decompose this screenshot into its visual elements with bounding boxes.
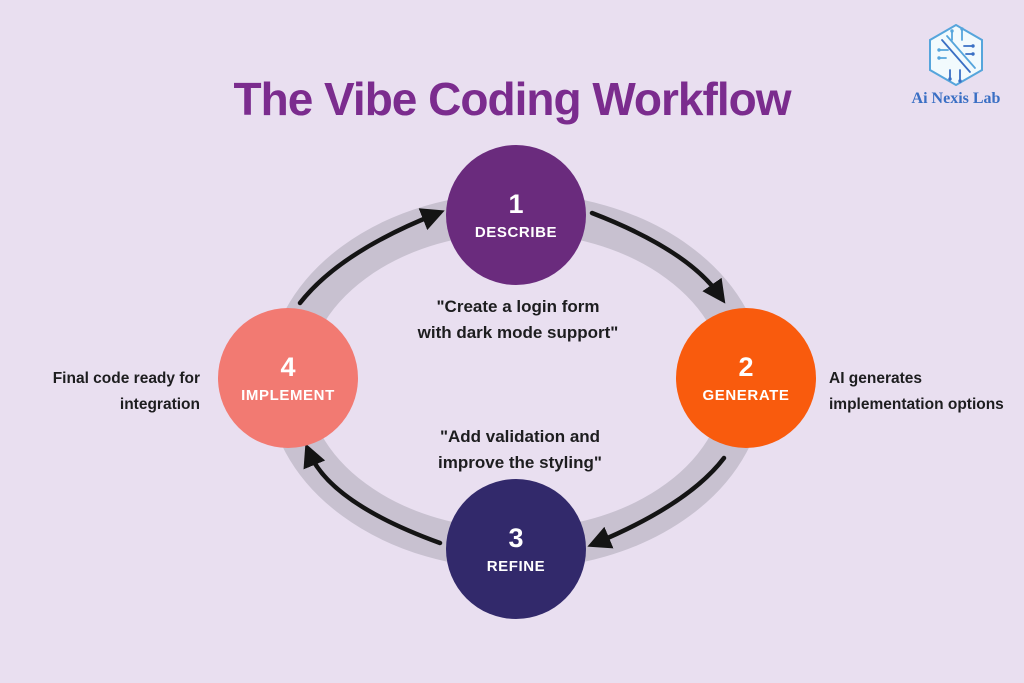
quote-line: "Create a login form [436, 297, 600, 316]
arrow-generate-to-refine [587, 455, 727, 549]
refine-example-quote: "Add validation and improve the styling" [350, 424, 690, 476]
step-number: 3 [508, 523, 524, 554]
quote-line: improve the styling" [438, 453, 602, 472]
arrow-describe-to-generate [589, 210, 726, 304]
generate-note: AI generates implementation options [829, 366, 1019, 418]
circuit-hexagon-icon [929, 24, 983, 86]
quote-line: "Add validation and [439, 427, 601, 446]
note-line: AI generates [829, 370, 923, 387]
page-title: The Vibe Coding Workflow [233, 73, 792, 125]
describe-example-quote: "Create a login form with dark mode supp… [348, 294, 688, 346]
note-line: implementation options [829, 396, 1004, 413]
note-line: Final code ready for [52, 370, 200, 387]
arrow-refine-to-implement [303, 443, 443, 546]
brand-logo: Ai Nexis Lab [903, 24, 1009, 108]
note-line: integration [119, 396, 200, 413]
step-label: REFINE [486, 557, 546, 575]
step-label: IMPLEMENT [241, 386, 335, 404]
quote-line: with dark mode support" [417, 323, 619, 342]
arrow-implement-to-describe [297, 208, 445, 306]
step-circle-refine: 3 REFINE [446, 479, 586, 619]
step-circle-generate: 2 GENERATE [676, 308, 816, 448]
step-circle-implement: 4 IMPLEMENT [218, 308, 358, 448]
step-label: DESCRIBE [474, 223, 558, 241]
step-number: 1 [508, 189, 524, 220]
step-number: 4 [280, 352, 296, 383]
implement-note: Final code ready for integration [24, 366, 200, 418]
step-circle-describe: 1 DESCRIBE [446, 145, 586, 285]
step-number: 2 [738, 352, 754, 383]
step-label: GENERATE [702, 386, 790, 404]
brand-name: Ai Nexis Lab [911, 90, 1001, 107]
